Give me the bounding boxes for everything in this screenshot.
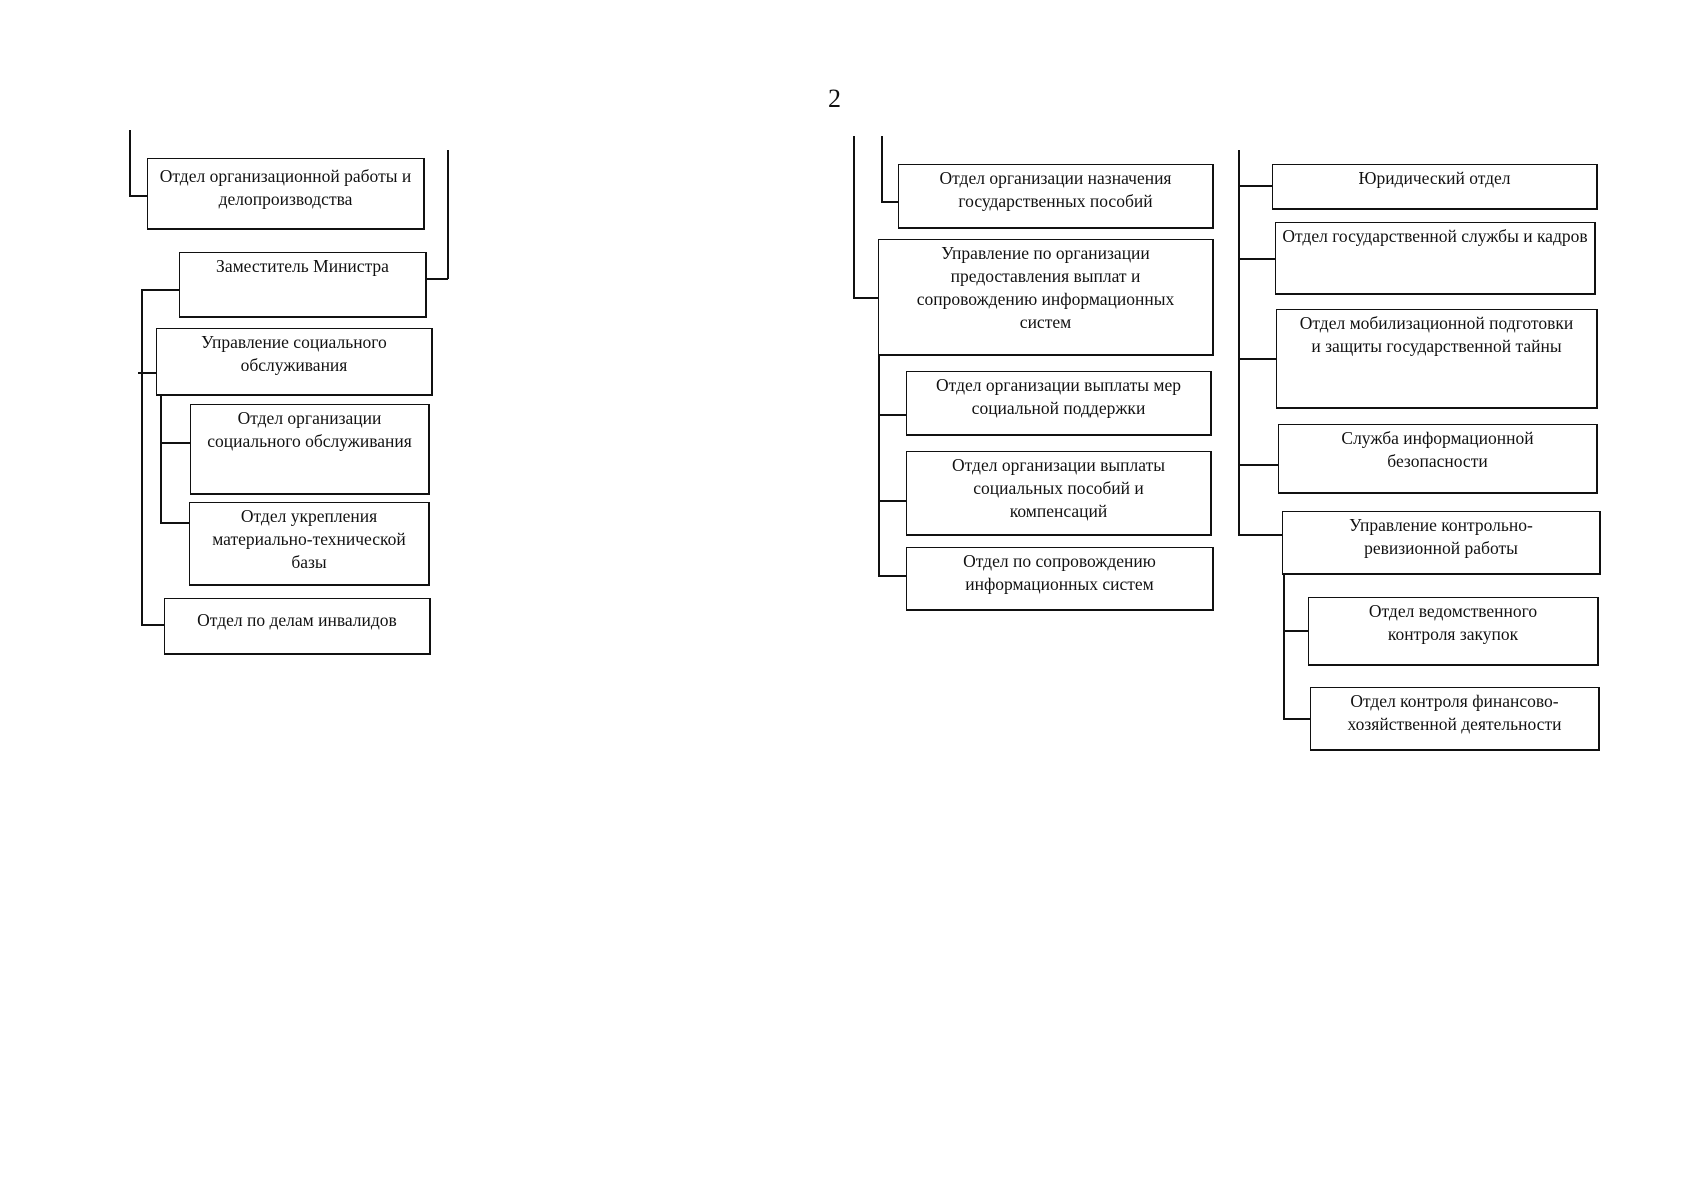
deputy-minister-label: Заместитель Министра (216, 256, 389, 276)
connector (881, 136, 883, 202)
connector (160, 395, 162, 523)
payments-admin-box: Управление по организации предоставления… (878, 239, 1214, 356)
financial-control-dept-box: Отдел контроля финансово-хозяйственной д… (1310, 687, 1600, 751)
mobilization-dept-box: Отдел мобилизационной подготовки и защит… (1276, 309, 1598, 409)
connector (1238, 358, 1276, 360)
support-payments-dept-box: Отдел организации выплаты мер социальной… (906, 371, 1212, 436)
connector (1238, 534, 1282, 536)
infosec-service-box: Служба информационной безопасности (1278, 424, 1598, 494)
connector (141, 289, 179, 291)
allowances-dept-label: Отдел организации выплаты социальных пос… (952, 455, 1165, 521)
connector (138, 372, 156, 374)
mobilization-dept-label: Отдел мобилизационной подготовки и защит… (1299, 313, 1574, 356)
support-payments-dept-label: Отдел организации выплаты мер социальной… (936, 375, 1181, 418)
social-service-admin-box: Управление социального обслуживания (156, 328, 433, 396)
legal-dept-box: Юридический отдел (1272, 164, 1598, 210)
connector (1238, 258, 1276, 260)
connector (878, 356, 880, 576)
connector (853, 297, 878, 299)
connector (160, 522, 189, 524)
legal-dept-label: Юридический отдел (1358, 168, 1511, 188)
disabled-affairs-dept-box: Отдел по делам инвалидов (164, 598, 431, 655)
social-service-dept-label: Отдел организации социального обслуживан… (207, 408, 412, 451)
connector (1283, 575, 1285, 719)
connector (878, 500, 906, 502)
page-number: 2 (828, 84, 841, 113)
connector (129, 195, 147, 197)
benefits-assignment-dept-label: Отдел организации назначения государстве… (939, 168, 1172, 211)
payments-admin-label: Управление по организации предоставления… (916, 243, 1175, 332)
connector (853, 136, 855, 298)
connector (1283, 630, 1308, 632)
social-service-dept-box: Отдел организации социального обслуживан… (190, 404, 430, 495)
connector (878, 414, 908, 416)
info-systems-dept-box: Отдел по сопровождению информационных си… (906, 547, 1214, 611)
connector (1283, 718, 1310, 720)
connector (1238, 464, 1278, 466)
connector (447, 150, 449, 279)
connector (141, 624, 164, 626)
financial-control-dept-label: Отдел контроля финансово-хозяйственной д… (1347, 691, 1562, 734)
deputy-minister-box: Заместитель Министра (179, 252, 427, 318)
infosec-service-label: Служба информационной безопасности (1341, 428, 1534, 471)
connector (426, 278, 448, 280)
connector (878, 575, 906, 577)
info-systems-dept-label: Отдел по сопровождению информационных си… (963, 551, 1156, 594)
procurement-control-dept-box: Отдел ведомственного контроля закупок (1308, 597, 1599, 666)
procurement-control-dept-label: Отдел ведомственного контроля закупок (1368, 601, 1538, 644)
org-work-dept-label: Отдел организационной работы и делопроиз… (159, 166, 412, 209)
connector (141, 289, 143, 625)
org-work-dept-box: Отдел организационной работы и делопроиз… (147, 158, 425, 230)
audit-admin-label: Управление контрольно-ревизионной работы (1349, 515, 1533, 558)
allowances-dept-box: Отдел организации выплаты социальных пос… (906, 451, 1212, 536)
civil-service-dept-box: Отдел государственной службы и кадров (1275, 222, 1596, 295)
disabled-affairs-dept-label: Отдел по делам инвалидов (197, 610, 397, 630)
benefits-assignment-dept-box: Отдел организации назначения государстве… (898, 164, 1214, 229)
material-base-dept-label: Отдел укрепления материально-технической… (212, 506, 406, 572)
connector (881, 201, 900, 203)
social-service-admin-label: Управление социального обслуживания (201, 332, 387, 375)
connector (1238, 150, 1240, 535)
audit-admin-box: Управление контрольно-ревизионной работы (1282, 511, 1601, 575)
connector (160, 442, 190, 444)
connector (129, 130, 131, 196)
connector (1238, 185, 1273, 187)
material-base-dept-box: Отдел укрепления материально-технической… (189, 502, 430, 586)
civil-service-dept-label: Отдел государственной службы и кадров (1282, 226, 1588, 246)
